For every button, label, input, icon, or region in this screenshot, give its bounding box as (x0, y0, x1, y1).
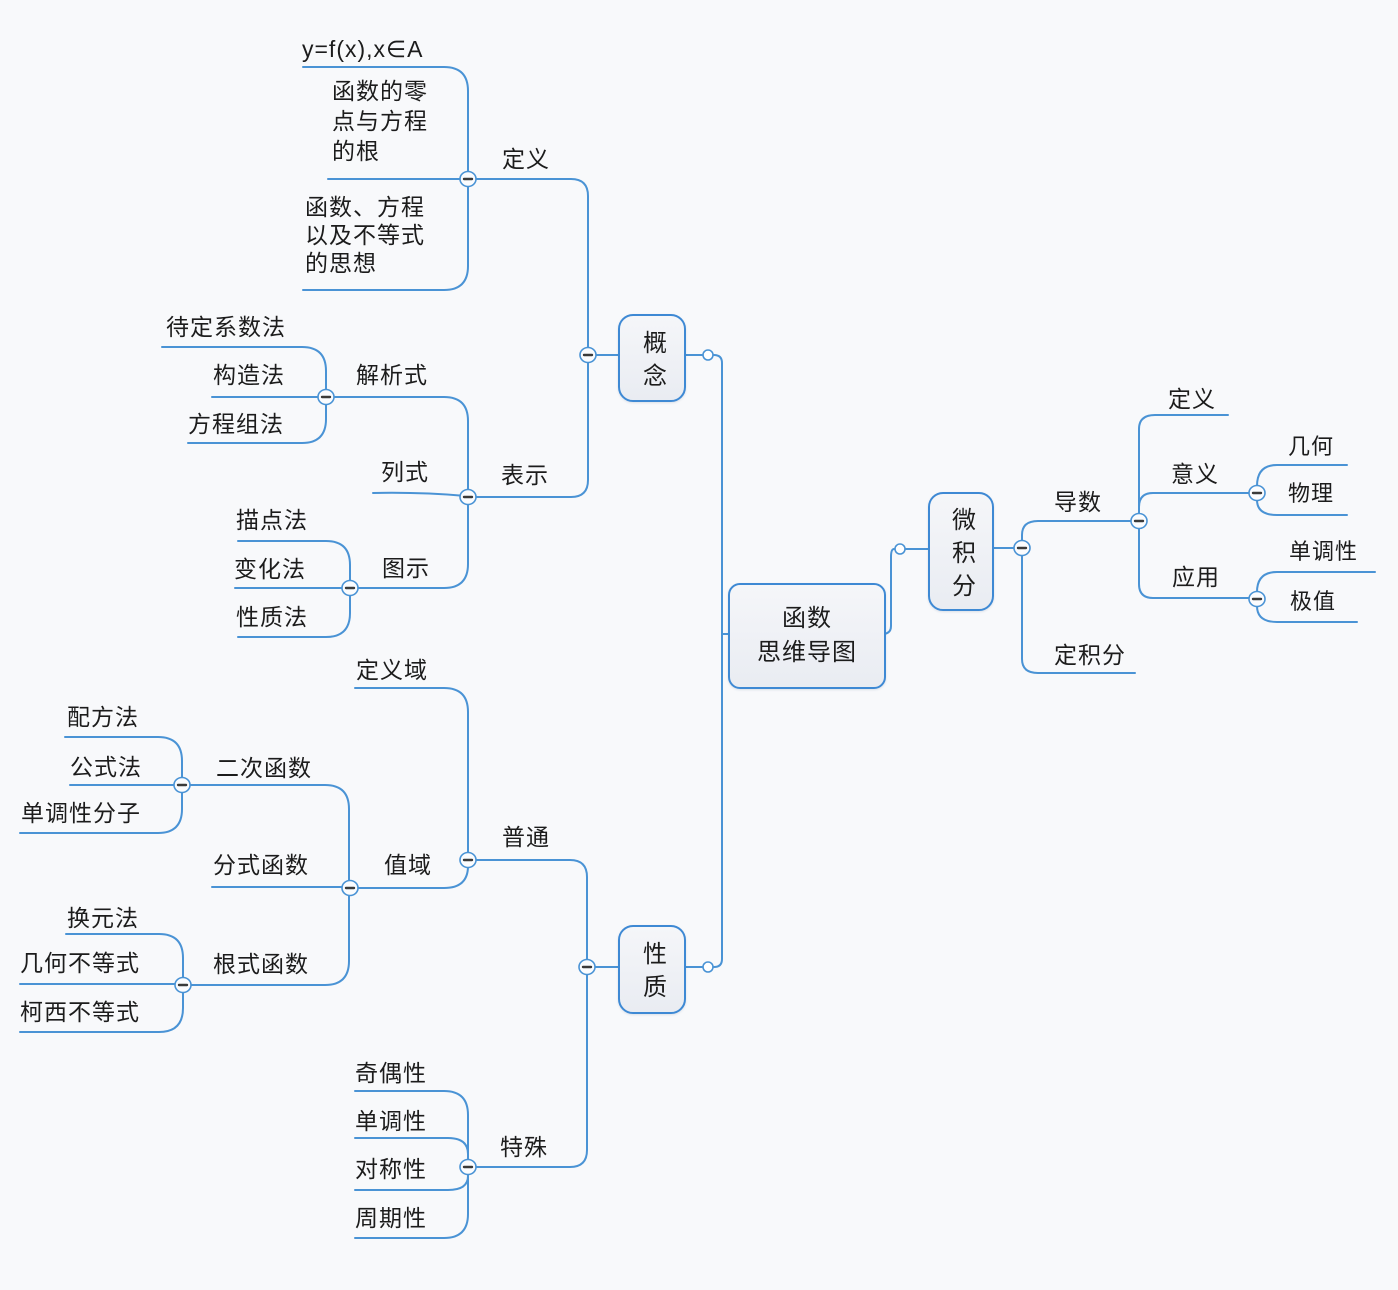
collapse-toggle-calculus[interactable] (1013, 539, 1031, 557)
node-graph[interactable]: 图示 (382, 555, 430, 581)
node-range[interactable]: 值域 (384, 852, 432, 878)
collapse-toggle-graph[interactable] (341, 579, 359, 597)
node-analytic[interactable]: 解析式 (356, 362, 428, 388)
node-equation-group[interactable]: 方程组法 (188, 411, 284, 437)
node-eq-inequality-thought[interactable]: 函数、方程 以及不等式 的思想 (305, 194, 425, 276)
node-completing-square[interactable]: 配方法 (67, 704, 139, 730)
node-application[interactable]: 应用 (1172, 564, 1220, 590)
node-concept-label: 概念 (638, 329, 666, 396)
collapse-toggle-definition[interactable] (459, 170, 477, 188)
collapse-toggle-meaning[interactable] (1248, 484, 1266, 502)
collapse-toggle-application[interactable] (1248, 590, 1266, 608)
node-list-form[interactable]: 列式 (381, 459, 429, 485)
connector-lines (19, 66, 1376, 1239)
joint-dots (702, 349, 906, 973)
node-property-label: 性质 (638, 941, 666, 1007)
node-root-label: 函数 思维导图 (757, 605, 857, 666)
node-zero-root[interactable]: 函数的零 点与方程 的根 (332, 78, 428, 164)
node-formula[interactable]: y=f(x),x∈A (302, 36, 424, 62)
node-transform-method[interactable]: 变化法 (234, 556, 306, 582)
node-construction[interactable]: 构造法 (213, 362, 285, 388)
node-root[interactable]: 函数 思维导图 (728, 583, 886, 689)
collapse-toggle-special[interactable] (459, 1158, 477, 1176)
node-definite-integral[interactable]: 定积分 (1054, 642, 1126, 668)
node-special[interactable]: 特殊 (500, 1134, 548, 1160)
node-symmetry[interactable]: 对称性 (355, 1156, 427, 1182)
node-physical-meaning[interactable]: 物理 (1288, 481, 1335, 506)
node-representation[interactable]: 表示 (501, 462, 549, 488)
node-derivative[interactable]: 导数 (1054, 489, 1102, 515)
node-definition[interactable]: 定义 (502, 146, 550, 172)
node-domain[interactable]: 定义域 (356, 657, 428, 683)
node-point-plot[interactable]: 描点法 (236, 507, 308, 533)
node-monotonic-numerator[interactable]: 单调性分子 (21, 800, 141, 826)
node-extremum[interactable]: 极值 (1290, 589, 1337, 614)
node-calculus[interactable]: 微积分 (928, 492, 994, 611)
node-parity[interactable]: 奇偶性 (355, 1060, 427, 1086)
node-geometric-inequality[interactable]: 几何不等式 (20, 950, 140, 976)
node-radical[interactable]: 根式函数 (213, 951, 309, 977)
collapse-toggle-derivative[interactable] (1130, 512, 1148, 530)
node-substitution[interactable]: 换元法 (67, 905, 139, 931)
collapse-toggle-concept[interactable] (579, 346, 597, 364)
node-property[interactable]: 性质 (618, 925, 686, 1014)
node-ordinary[interactable]: 普通 (502, 824, 550, 850)
collapse-toggle-quadratic[interactable] (173, 776, 191, 794)
node-quadratic[interactable]: 二次函数 (216, 755, 312, 781)
node-calculus-label: 微积分 (947, 506, 975, 606)
node-formula-method[interactable]: 公式法 (70, 754, 142, 780)
node-meaning[interactable]: 意义 (1171, 461, 1219, 487)
collapse-toggle-radical[interactable] (174, 976, 192, 994)
collapse-toggle-ordinary[interactable] (459, 851, 477, 869)
collapse-toggle-property[interactable] (578, 958, 596, 976)
collapse-toggle-range[interactable] (341, 879, 359, 897)
node-periodicity[interactable]: 周期性 (355, 1205, 427, 1231)
node-concept[interactable]: 概念 (618, 314, 686, 402)
node-geometric-meaning[interactable]: 几何 (1288, 434, 1335, 459)
node-fractional[interactable]: 分式函数 (213, 852, 309, 878)
node-property-method[interactable]: 性质法 (236, 604, 308, 630)
node-undetermined-coeff[interactable]: 待定系数法 (166, 314, 286, 340)
collapse-toggle-representation[interactable] (459, 488, 477, 506)
collapse-toggle-analytic[interactable] (317, 388, 335, 406)
node-monotonicity[interactable]: 单调性 (355, 1108, 427, 1134)
node-app-monotonicity[interactable]: 单调性 (1289, 539, 1359, 564)
node-derivative-definition[interactable]: 定义 (1168, 386, 1216, 412)
node-cauchy-inequality[interactable]: 柯西不等式 (20, 999, 140, 1025)
